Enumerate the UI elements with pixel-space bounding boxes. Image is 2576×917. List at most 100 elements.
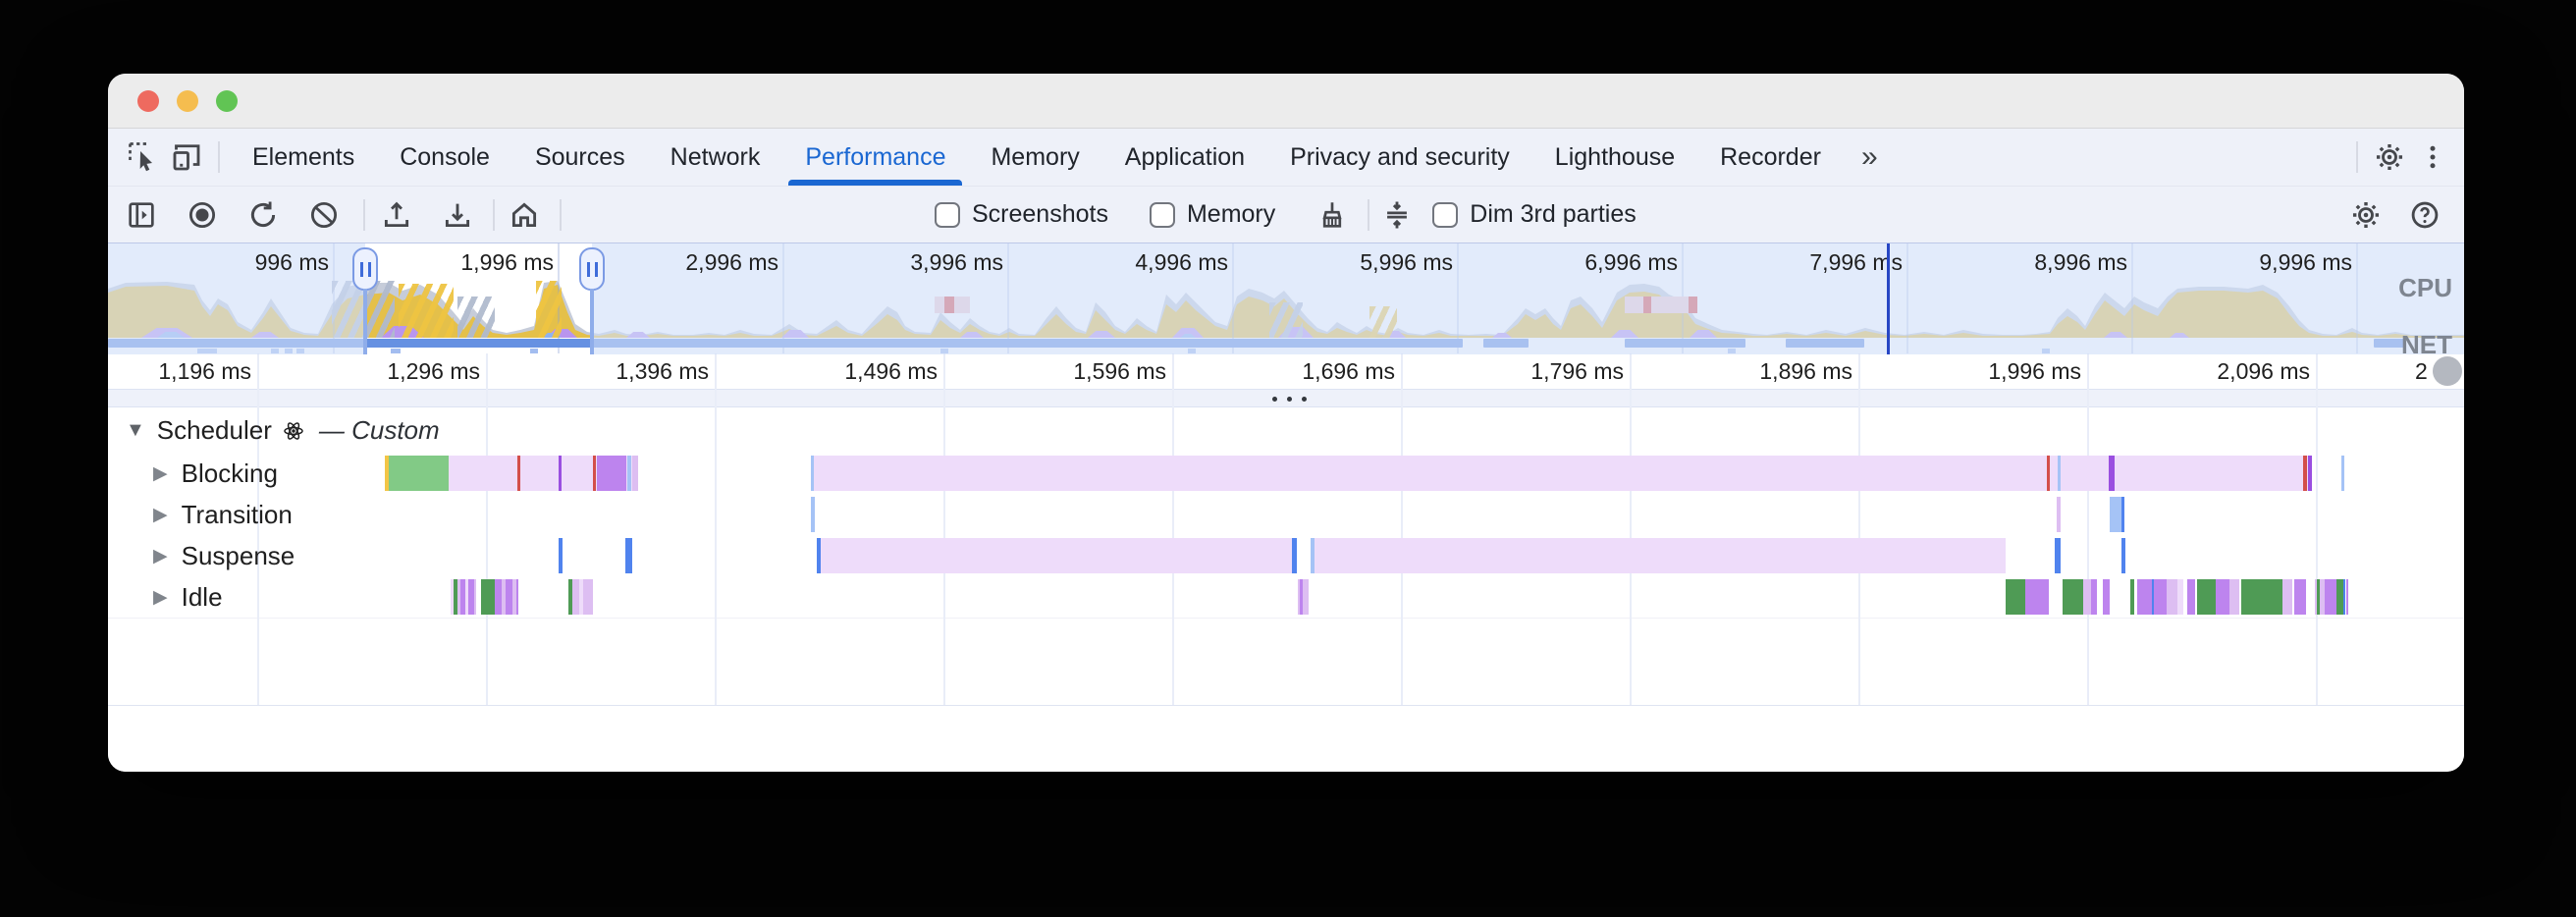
flame-event-segment[interactable]	[2197, 579, 2216, 615]
flame-event-segment[interactable]	[460, 579, 465, 615]
flame-event-segment[interactable]	[1297, 538, 1311, 573]
flame-event-segment[interactable]	[385, 456, 389, 491]
flame-event-segment[interactable]	[2216, 579, 2229, 615]
flame-event-segment[interactable]	[817, 538, 2006, 573]
flame-event-segment[interactable]	[2317, 579, 2320, 615]
scheduler-track-header[interactable]: ▼ Scheduler — Custom	[126, 415, 440, 446]
flame-event-segment[interactable]	[2057, 497, 2061, 532]
track-row-label[interactable]: ▶Idle	[153, 578, 223, 616]
flame-event-segment[interactable]	[2241, 579, 2282, 615]
home-icon[interactable]	[503, 193, 546, 237]
flame-event-segment[interactable]	[811, 456, 2312, 491]
drag-dots-icon[interactable]	[1272, 397, 1307, 402]
flame-event-segment[interactable]	[454, 579, 457, 615]
flame-event-segment[interactable]	[2308, 456, 2312, 491]
download-profile-icon[interactable]	[436, 193, 479, 237]
flame-event-segment[interactable]	[468, 579, 474, 615]
flame-event-segment[interactable]	[451, 579, 454, 615]
close-window-button[interactable]	[137, 90, 159, 112]
flame-event-segment[interactable]	[2341, 456, 2344, 491]
flame-event-segment[interactable]	[811, 456, 814, 491]
flame-event-segment[interactable]	[2103, 579, 2110, 615]
panel-resize-handle[interactable]	[108, 389, 2464, 407]
screenshots-checkbox[interactable]: Screenshots	[935, 200, 1108, 229]
flame-event-segment[interactable]	[2294, 579, 2306, 615]
checkbox-box[interactable]	[1432, 201, 1459, 228]
flame-event-segment[interactable]	[2083, 579, 2091, 615]
flame-event-segment[interactable]	[2343, 579, 2345, 615]
expand-arrow-icon[interactable]: ▶	[153, 504, 168, 525]
tab-sources[interactable]: Sources	[534, 142, 625, 171]
flame-event-segment[interactable]	[474, 579, 476, 615]
flame-event-segment[interactable]	[2315, 579, 2325, 615]
zoom-window-button[interactable]	[216, 90, 238, 112]
dim-3rd-parties-checkbox[interactable]: Dim 3rd parties	[1432, 200, 1637, 229]
memory-checkbox[interactable]: Memory	[1149, 200, 1275, 229]
flame-event-segment[interactable]	[481, 579, 495, 615]
tab-network[interactable]: Network	[670, 142, 761, 171]
tab-application[interactable]: Application	[1124, 142, 1246, 171]
flame-event-segment[interactable]	[2058, 456, 2061, 491]
flame-event-segment[interactable]	[512, 579, 516, 615]
toggle-sidebar-icon[interactable]	[120, 193, 163, 237]
flame-event-segment[interactable]	[2177, 579, 2183, 615]
flame-event-segment[interactable]	[2091, 579, 2097, 615]
flame-event-segment[interactable]	[2109, 456, 2115, 491]
flame-event-segment[interactable]	[811, 497, 815, 532]
flame-event-segment[interactable]	[2130, 579, 2134, 615]
inspect-element-icon[interactable]	[122, 135, 165, 179]
flame-event-segment[interactable]	[632, 456, 638, 491]
flame-event-segment[interactable]	[2047, 456, 2050, 491]
track-row-label[interactable]: ▶Suspense	[153, 537, 295, 574]
flame-event-segment[interactable]	[389, 456, 449, 491]
flame-event-segment[interactable]	[2025, 579, 2049, 615]
flame-event-segment[interactable]	[559, 456, 562, 491]
tab-privacy-and-security[interactable]: Privacy and security	[1290, 142, 1510, 171]
flame-event-segment[interactable]	[597, 456, 626, 491]
tab-memory[interactable]: Memory	[991, 142, 1080, 171]
flame-event-segment[interactable]	[2167, 579, 2177, 615]
upload-profile-icon[interactable]	[375, 193, 418, 237]
flame-event-segment[interactable]	[2325, 579, 2336, 615]
expand-arrow-icon[interactable]: ▶	[153, 545, 168, 566]
flame-event-segment[interactable]	[2336, 579, 2343, 615]
flame-event-segment[interactable]	[2121, 497, 2124, 532]
expand-arrow-icon[interactable]: ▶	[153, 586, 168, 608]
track-row-label[interactable]: ▶Blocking	[153, 455, 278, 492]
flame-event-segment[interactable]	[1292, 538, 1297, 573]
flame-event-segment[interactable]	[2006, 579, 2025, 615]
resize-handle-grip[interactable]	[579, 247, 605, 291]
checkbox-box[interactable]	[935, 201, 960, 228]
flame-event-segment[interactable]	[2155, 579, 2167, 615]
flame-event-segment[interactable]	[2229, 579, 2239, 615]
resize-handle-grip[interactable]	[352, 247, 378, 291]
flame-event-segment[interactable]	[2137, 579, 2155, 615]
flame-event-segment[interactable]	[2063, 579, 2083, 615]
flame-event-segment[interactable]	[2152, 579, 2154, 615]
flame-event-segment[interactable]	[502, 579, 506, 615]
flame-event-segment[interactable]	[625, 538, 632, 573]
help-icon[interactable]	[2403, 193, 2446, 237]
tab-recorder[interactable]: Recorder	[1720, 142, 1821, 171]
flame-event-segment[interactable]	[568, 579, 572, 615]
flame-event-segment[interactable]	[465, 579, 468, 615]
flame-event-segment[interactable]	[457, 579, 460, 615]
settings-gear-icon[interactable]	[2368, 135, 2411, 179]
tab-lighthouse[interactable]: Lighthouse	[1554, 142, 1676, 171]
checkbox-box[interactable]	[1149, 201, 1175, 228]
collapse-sections-icon[interactable]	[1375, 193, 1419, 237]
expand-arrow-icon[interactable]: ▶	[153, 462, 168, 484]
record-icon[interactable]	[181, 193, 224, 237]
flame-event-segment[interactable]	[1298, 579, 1309, 615]
garbage-collect-icon[interactable]	[1311, 193, 1354, 237]
minimize-window-button[interactable]	[177, 90, 198, 112]
flame-event-segment[interactable]	[2346, 579, 2348, 615]
customize-devtools-menu-icon[interactable]	[2411, 135, 2454, 179]
track-row-label[interactable]: ▶Transition	[153, 496, 293, 533]
flame-event-segment[interactable]	[627, 456, 631, 491]
flame-event-segment[interactable]	[2110, 497, 2121, 532]
flame-event-segment[interactable]	[2303, 456, 2307, 491]
capture-settings-gear-icon[interactable]	[2344, 193, 2388, 237]
clear-icon[interactable]	[302, 193, 346, 237]
